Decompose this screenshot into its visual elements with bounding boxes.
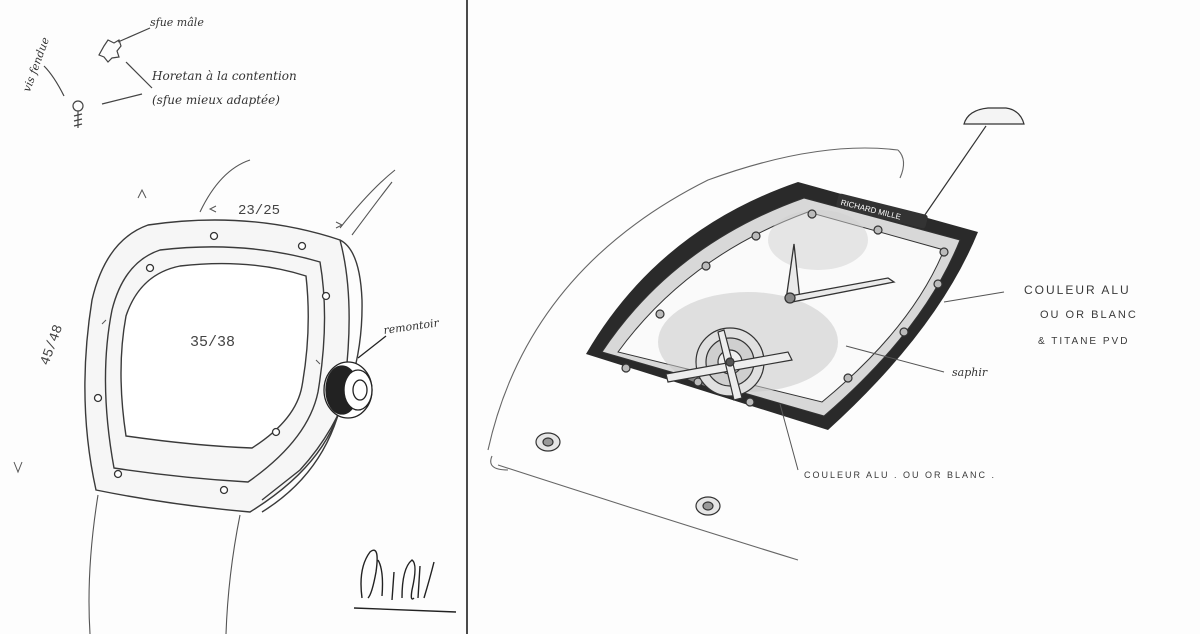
note-bezel-1: COULEUR ALU	[1024, 283, 1131, 297]
watch-front-sketch: sfue mâle vis fendue Horetan à la conten…	[13, 16, 457, 634]
bezel-aperture	[586, 182, 978, 430]
watch-closeup-sketch: RICHARD MILLE	[487, 107, 1138, 561]
note-screw-main-2: (sfue mieux adaptée)	[152, 93, 280, 107]
watch-hands	[784, 243, 896, 304]
annotation-lines	[779, 291, 1005, 471]
note-screw-main-1: Horetan à la contention	[151, 69, 297, 83]
bezel-screws	[93, 231, 331, 495]
note-bezel-2: OU OR BLANC	[1040, 309, 1138, 321]
note-screw-left: vis fendue	[20, 35, 52, 94]
strap-top	[199, 159, 396, 236]
screw-detail-sketch	[43, 27, 153, 128]
dimension-height: 45/48	[38, 323, 67, 368]
note-bezel-3: & TITANE PVD	[1038, 336, 1129, 347]
right-sketch-panel: RICHARD MILLE	[468, 0, 1200, 634]
crown	[323, 335, 387, 419]
case-screws	[535, 432, 721, 516]
case-outline	[487, 147, 905, 561]
dimension-width: 23/25	[238, 203, 280, 219]
note-screw-top: sfue mâle	[150, 16, 204, 29]
strap-bottom	[88, 494, 241, 634]
dimension-dial: 35/38	[190, 334, 235, 351]
dimension-marks	[13, 188, 344, 474]
watch-case	[84, 219, 363, 513]
tourbillon	[665, 327, 793, 401]
note-bridge: COULEUR ALU . OU OR BLANC .	[804, 470, 996, 480]
signature	[353, 549, 457, 613]
left-sketch-panel: sfue mâle vis fendue Horetan à la conten…	[0, 0, 468, 634]
crown-cap	[919, 107, 1025, 223]
note-crown: remontoir	[383, 316, 441, 337]
note-crystal: saphir	[952, 366, 988, 379]
